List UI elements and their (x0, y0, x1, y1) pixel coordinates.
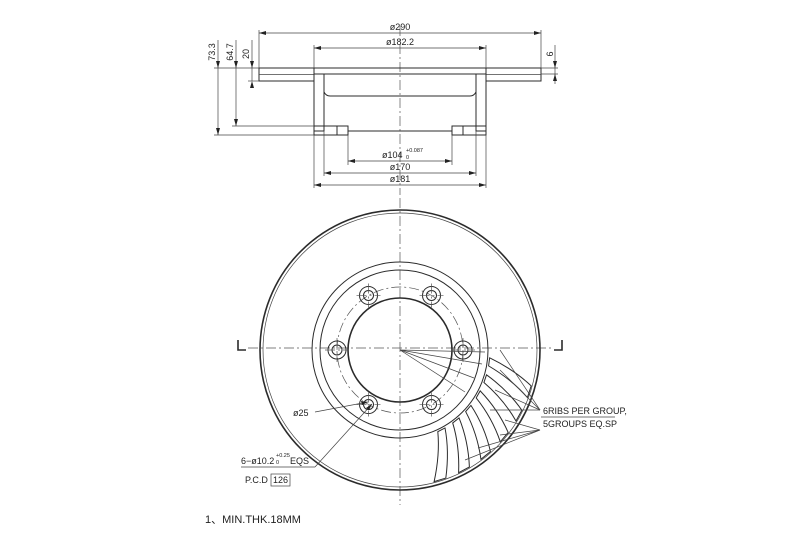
bolt-hole (356, 392, 381, 417)
bolt-hole (451, 338, 475, 362)
pcd-label: P.C.D (245, 475, 268, 485)
ribs-note-line1: 6RIBS PER GROUP, (543, 406, 627, 416)
dim-disc-thickness: 20 (241, 49, 251, 59)
stud-hole-tol-lower: 0 (276, 460, 279, 466)
dim-inner-ring-diameter: ø170 (390, 162, 411, 172)
bolt-hole (356, 283, 381, 308)
min-thickness-note: 1、MIN.THK.18MM (205, 514, 301, 526)
bolt-holes (325, 283, 475, 417)
dim-total-height: 73.3 (207, 43, 217, 61)
dim-hat-height: 64.7 (225, 43, 235, 61)
dim-center-bore: ø104 (382, 150, 403, 160)
bolt-hole (419, 283, 444, 308)
pcd-value-box (270, 473, 291, 487)
dim-center-bore-tol-lower: 0 (406, 155, 409, 161)
cooling-rib (475, 390, 509, 443)
disc-outer-edge (259, 209, 541, 491)
bolt-hole (325, 338, 349, 362)
pcd-circle (336, 286, 464, 414)
pcd-value: 126 (273, 475, 288, 485)
dim-flange-diameter: ø181 (390, 174, 411, 184)
dim-hat-outer-diameter: ø182.2 (386, 37, 414, 47)
cooling-rib (433, 427, 448, 483)
cooling-rib (465, 404, 492, 461)
cooling-rib (488, 357, 532, 399)
bolt-hole-diameter-label: ø25 (293, 408, 309, 418)
hat-outer-edge (311, 261, 489, 439)
stud-hole-suffix: EQS (290, 456, 309, 466)
dim-flange-thickness: 6 (545, 51, 555, 56)
plan-view: 6RIBS PER GROUP, 5GROUPS EQ.SP ø25 6−ø10… (237, 198, 627, 505)
ribs-note-line2: 5GROUPS EQ.SP (543, 419, 617, 429)
hat-top-plate (313, 67, 487, 75)
bolt-hole (419, 392, 444, 417)
stud-hole-tol-upper: +0.25 (276, 453, 290, 459)
dim-center-bore-tol-upper: +0.087 (406, 148, 423, 154)
hat-wall-right (475, 73, 487, 132)
section-view: ø290 ø182.2 73.3 64.7 20 6 (207, 22, 558, 195)
hat-wall-left (313, 73, 325, 132)
cooling-rib (452, 417, 470, 474)
stud-hole-label: 6−ø10.2 (241, 456, 274, 466)
dim-outer-diameter: ø290 (390, 22, 411, 32)
cooling-rib (483, 374, 523, 423)
